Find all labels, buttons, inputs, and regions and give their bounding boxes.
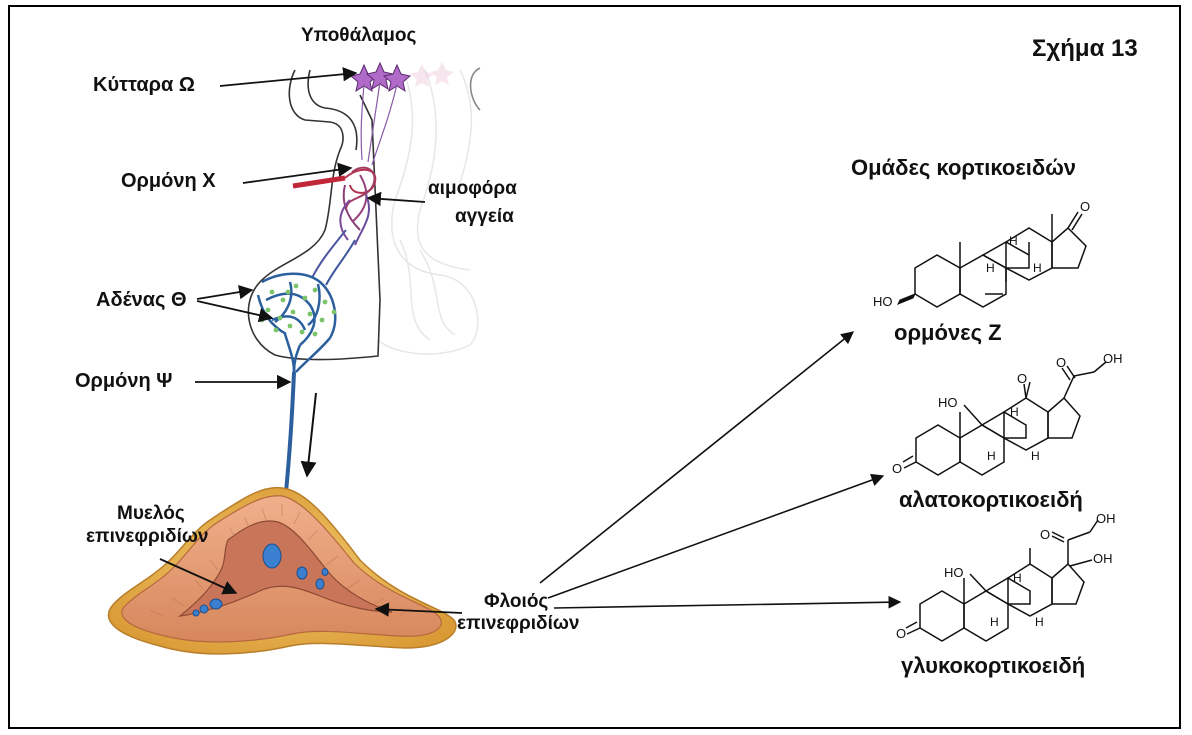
atom-oh-3b: OH — [1093, 552, 1113, 567]
group-mineralocorticoids-label: αλατοκορτικοειδή — [899, 487, 1083, 512]
down-arrow — [307, 393, 316, 476]
atom-h-3a: H — [1013, 572, 1022, 586]
faded-neurons — [410, 62, 454, 87]
atom-o-1: O — [1080, 200, 1090, 215]
hormone-psi-label: Ορμόνη Ψ — [75, 370, 172, 393]
steroid-structure-3 — [906, 520, 1098, 641]
medulla-label-line1: Μυελός — [117, 503, 185, 525]
cortex-label-line2: επινεφριδίων — [457, 613, 579, 635]
cortex-to-group-arrows — [540, 332, 900, 608]
atom-o-3a: O — [1040, 528, 1050, 543]
group-glucocorticoids-label: γλυκοκορτικοειδή — [901, 653, 1085, 678]
atom-h-1c: H — [1033, 262, 1042, 276]
blood-vessels-label-line2: αγγεία — [455, 206, 514, 228]
atom-oh-2: OH — [1103, 352, 1123, 367]
atom-ho-2: HO — [938, 396, 958, 411]
atom-o-3b: O — [896, 627, 906, 642]
steroid-structure-2 — [903, 362, 1106, 475]
hormone-x-label: Ορμόνη Χ — [121, 170, 216, 193]
atom-h-1a: H — [1009, 235, 1018, 249]
atom-o-2b: O — [1056, 356, 1066, 371]
portal-vessels — [293, 168, 375, 285]
gland-theta-label: Αδένας Θ — [96, 289, 187, 312]
atom-o-2a: O — [1017, 372, 1027, 387]
atom-h-3b: H — [990, 616, 999, 630]
atom-oh-3a: OH — [1096, 512, 1116, 527]
neuron-axons — [361, 82, 397, 165]
atom-ho-1: HO — [873, 295, 893, 310]
blood-vessels-label-line1: αιμοφόρα — [428, 178, 517, 200]
cells-omega-label: Κύτταρα Ω — [93, 74, 195, 97]
atom-ho-3: HO — [944, 566, 964, 581]
atom-h-2c: H — [1031, 450, 1040, 464]
atom-o-2c: O — [892, 462, 902, 477]
atom-h-2a: H — [1010, 406, 1019, 420]
neuron-cell-bodies — [351, 63, 410, 91]
medulla-label-line2: επινεφριδίων — [86, 526, 208, 548]
cortex-label-line1: Φλοιός — [484, 591, 548, 613]
atom-h-2b: H — [987, 450, 996, 464]
steroid-structure-1 — [898, 212, 1086, 307]
atom-h-1b: H — [986, 262, 995, 276]
group-hormones-z-label: ορμόνες Ζ — [894, 320, 1002, 345]
anterior-pituitary-gland — [258, 274, 336, 372]
hypothalamus-label: Υποθάλαμος — [301, 25, 416, 47]
corticoids-heading: Ομάδες κορτικοειδών — [851, 155, 1076, 180]
atom-h-3c: H — [1035, 616, 1044, 630]
figure-label: Σχήμα 13 — [1032, 35, 1138, 63]
hormone-psi-vessel — [286, 372, 294, 492]
